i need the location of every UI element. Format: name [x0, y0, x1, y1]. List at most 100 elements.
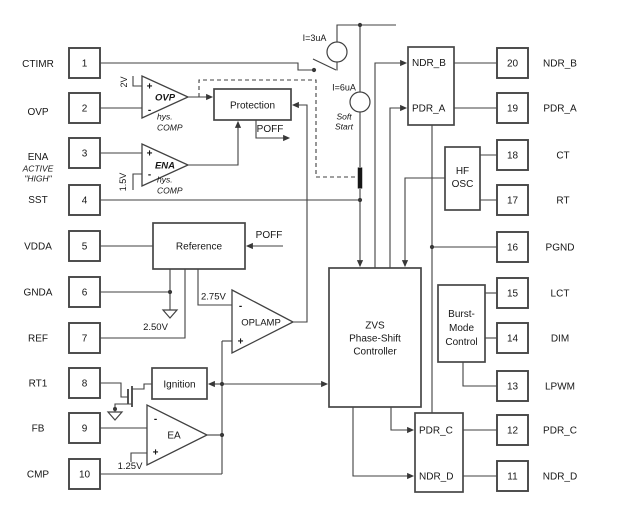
pin-number-8: 8	[82, 379, 88, 390]
block-hf-osc	[444, 146, 481, 211]
pin-box-10	[68, 458, 101, 490]
pin-number-20: 20	[507, 59, 519, 70]
driver-ndrb-label: NDR_B	[412, 58, 446, 69]
ena-amp-label: ENA	[155, 161, 175, 172]
wire-2v75	[197, 269, 232, 306]
comparator-ovp	[141, 74, 190, 120]
pin-number-16: 16	[507, 243, 519, 254]
comparator-ena	[141, 142, 190, 188]
ovp-minus: -	[148, 105, 151, 116]
ref-2v50-label: 2.50V	[143, 322, 168, 333]
driver-pdra-label: PDR_A	[412, 104, 446, 115]
ovp-plus: +	[147, 82, 153, 93]
pin-number-18: 18	[507, 151, 519, 162]
driver-ndrd-label: NDR_D	[419, 472, 453, 483]
pin-label-ct: CT	[556, 151, 569, 162]
ovp-hys-label: hys.	[157, 112, 173, 122]
wire-rt1-gate	[100, 382, 128, 398]
current-source-6ua	[349, 91, 371, 113]
ena-plus: +	[147, 149, 153, 160]
pin-label-pdrc: PDR_C	[543, 426, 577, 437]
block-reference	[152, 222, 246, 270]
pin-box-6	[68, 276, 101, 308]
wires	[100, 24, 497, 477]
zvs-label-2: Phase-Shift	[349, 334, 401, 345]
block-zvs-controller	[328, 267, 422, 408]
ea-plus: +	[153, 448, 159, 459]
pin-box-15	[496, 277, 529, 309]
arrow-wires	[188, 46, 445, 480]
ovp-comp-label: COMP	[157, 123, 183, 133]
pin-label-ctimr: CTIMR	[22, 59, 54, 70]
i3ua-label: I=3uA	[303, 33, 327, 43]
pin-label-cmp: CMP	[27, 470, 50, 481]
ignition-label: Ignition	[163, 380, 195, 391]
pin-label-ndrd: NDR_D	[543, 472, 577, 483]
pin-label-lct: LCT	[551, 289, 570, 300]
pin-label-lpwm: LPWM	[545, 382, 575, 393]
pin-number-7: 7	[82, 334, 88, 345]
pin-box-5	[68, 230, 101, 262]
ea-label: EA	[167, 431, 181, 442]
current-source-3ua	[326, 41, 348, 63]
pin-label-sst: SST	[28, 195, 47, 206]
pin-number-1: 1	[82, 59, 88, 70]
burst-label-1: Burst-	[448, 309, 475, 320]
ena-ref-1v5: 1.5V	[118, 173, 128, 192]
switch-blade	[312, 58, 337, 71]
i6ua-label: I=6uA	[332, 83, 356, 93]
wire-1v25-ref	[130, 452, 147, 462]
driver-pdrc-label: PDR_C	[419, 426, 453, 437]
pin-box-13	[496, 370, 529, 402]
pin-number-5: 5	[82, 242, 88, 253]
amp-ea	[146, 403, 209, 467]
pin-number-11: 11	[507, 472, 518, 483]
pin-box-1	[68, 47, 101, 79]
arrow-poff-out	[255, 120, 291, 142]
hfosc-label-2: OSC	[452, 179, 474, 190]
pin-box-11	[496, 460, 529, 492]
ovp-ref-2v: 2V	[119, 76, 129, 87]
junction-dot	[311, 67, 317, 73]
pin-box-12	[496, 414, 529, 446]
arrow-zvs-to-ndrd	[352, 407, 415, 480]
left-pins: 1 CTIMR 2 OVP 3 ENA ACTIVE "HIGH" 4 SST …	[22, 47, 101, 490]
wire-1v5-ref	[132, 173, 142, 190]
block-driver-bottom	[414, 412, 464, 493]
wire-ctimr	[100, 62, 314, 71]
ovp-amp-label: OVP	[155, 93, 176, 104]
pin-box-20	[496, 47, 529, 79]
junction-dots	[113, 22, 435, 438]
ground-symbol-reference	[161, 309, 179, 319]
pin-label-dim: DIM	[551, 334, 569, 345]
dashed-protection-control	[198, 79, 357, 178]
pin-number-19: 19	[507, 104, 519, 115]
pin-label-gnda: GNDA	[24, 288, 53, 299]
pin-number-9: 9	[82, 424, 88, 435]
pin-number-15: 15	[507, 289, 519, 300]
pin-number-3: 3	[82, 149, 88, 160]
burst-label-3: Control	[445, 337, 477, 348]
zvs-label-3: Controller	[353, 347, 397, 358]
poff-in-label: POFF	[256, 230, 283, 241]
hfosc-label-1: HF	[456, 166, 469, 177]
burst-label-2: Mode	[449, 323, 474, 334]
block-protection	[213, 88, 292, 121]
pin-number-13: 13	[507, 382, 519, 393]
pin-label-pdra: PDR_A	[543, 104, 577, 115]
pin-box-3	[68, 137, 101, 169]
junction-dot	[357, 22, 363, 28]
ea-minus: -	[154, 414, 157, 425]
oplamp-minus: -	[239, 301, 242, 312]
arrow-hfosc-to-zvs	[401, 177, 445, 268]
arrow-zvs-to-ndrb	[374, 59, 408, 268]
pin-number-14: 14	[507, 334, 519, 345]
junction-dot	[219, 432, 225, 438]
junction-dot	[357, 197, 363, 203]
pin-number-6: 6	[82, 288, 88, 299]
poff-out-label: POFF	[257, 124, 284, 135]
pin-number-10: 10	[79, 470, 91, 481]
arrow-zvs-to-pdra	[389, 104, 408, 268]
